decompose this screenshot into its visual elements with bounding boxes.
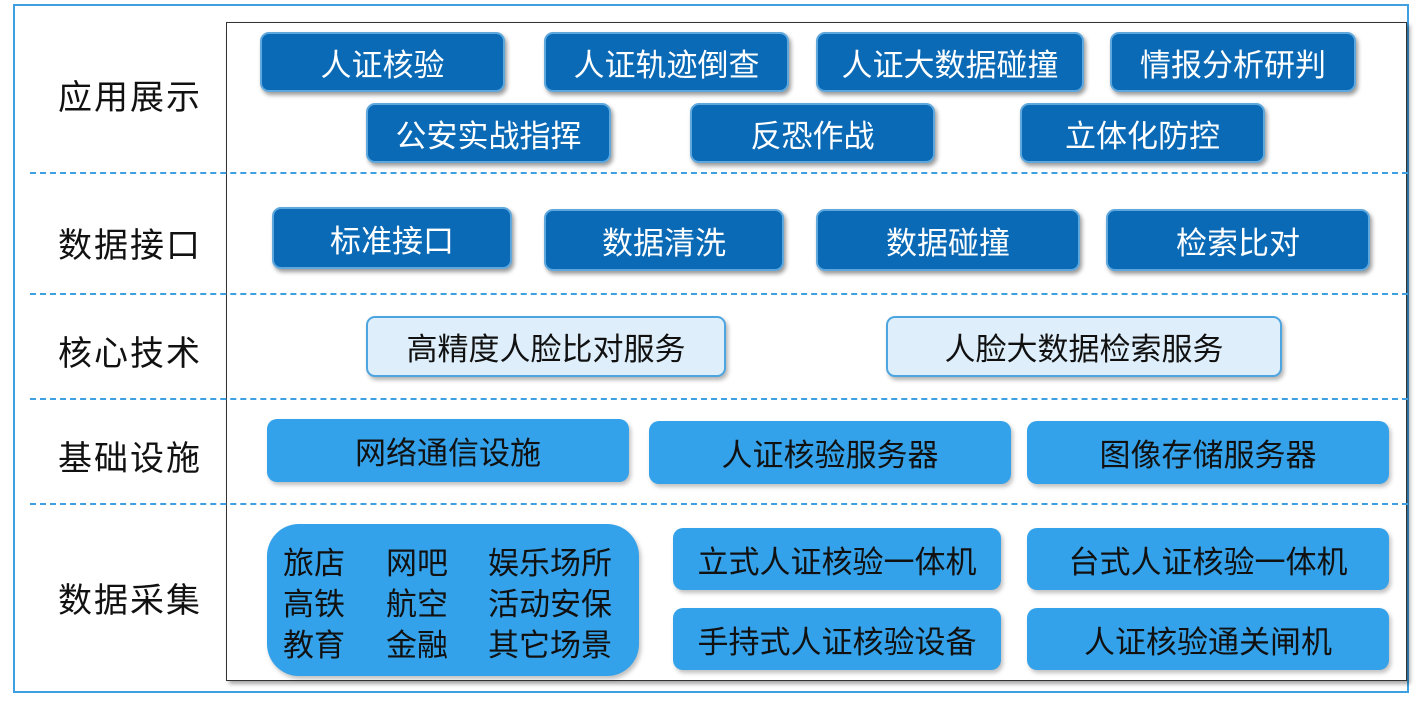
app-box-big-data-collision: 人证大数据碰撞: [816, 32, 1084, 92]
scene-item: 航空: [386, 587, 448, 623]
device-box-standing-terminal: 立式人证核验一体机: [673, 528, 1001, 590]
app-box-stereo-defense: 立体化防控: [1020, 103, 1265, 163]
scene-list-box: 旅店 网吧 娱乐场所 高铁 航空 活动安保 教育 金融 其它场景: [267, 524, 639, 676]
layer-separator: [30, 398, 1408, 400]
scene-item: 网吧: [386, 546, 448, 582]
layer-label-infrastructure: 基础设施: [58, 439, 202, 479]
infra-box-network: 网络通信设施: [267, 419, 629, 482]
app-box-id-verification: 人证核验: [260, 32, 505, 92]
scene-item: 金融: [386, 628, 448, 664]
infra-box-verification-server: 人证核验服务器: [649, 421, 1011, 484]
device-box-gate: 人证核验通关闸机: [1027, 608, 1389, 670]
interface-box-search-compare: 检索比对: [1106, 209, 1370, 271]
scene-item: 其它场景: [488, 628, 612, 664]
layer-label-collection: 数据采集: [58, 581, 202, 621]
layer-separator: [30, 172, 1408, 174]
interface-box-cleaning: 数据清洗: [544, 209, 784, 271]
layer-separator: [30, 293, 1408, 295]
core-box-face-search: 人脸大数据检索服务: [886, 316, 1282, 377]
scene-item: 活动安保: [488, 587, 612, 623]
interface-box-standard: 标准接口: [272, 207, 512, 269]
app-box-intelligence-analysis: 情报分析研判: [1110, 32, 1356, 92]
scene-item: 教育: [283, 628, 345, 664]
app-box-anti-terrorism: 反恐作战: [690, 103, 935, 163]
device-box-handheld: 手持式人证核验设备: [673, 608, 1001, 670]
layer-label-core: 核心技术: [58, 334, 202, 374]
core-box-face-compare: 高精度人脸比对服务: [366, 316, 726, 377]
device-box-desktop-terminal: 台式人证核验一体机: [1027, 528, 1389, 590]
scene-item: 娱乐场所: [488, 546, 612, 582]
scene-item: 高铁: [283, 587, 345, 623]
layer-label-interface: 数据接口: [58, 226, 202, 266]
layer-label-application: 应用展示: [58, 78, 202, 118]
layer-separator: [30, 503, 1408, 505]
scene-item: 旅店: [283, 546, 345, 582]
outer-frame: [13, 4, 1409, 693]
app-box-police-command: 公安实战指挥: [366, 103, 611, 163]
infra-box-image-storage: 图像存储服务器: [1027, 421, 1389, 484]
app-box-trajectory-trace: 人证轨迹倒查: [544, 32, 789, 92]
interface-box-collision: 数据碰撞: [816, 209, 1080, 271]
